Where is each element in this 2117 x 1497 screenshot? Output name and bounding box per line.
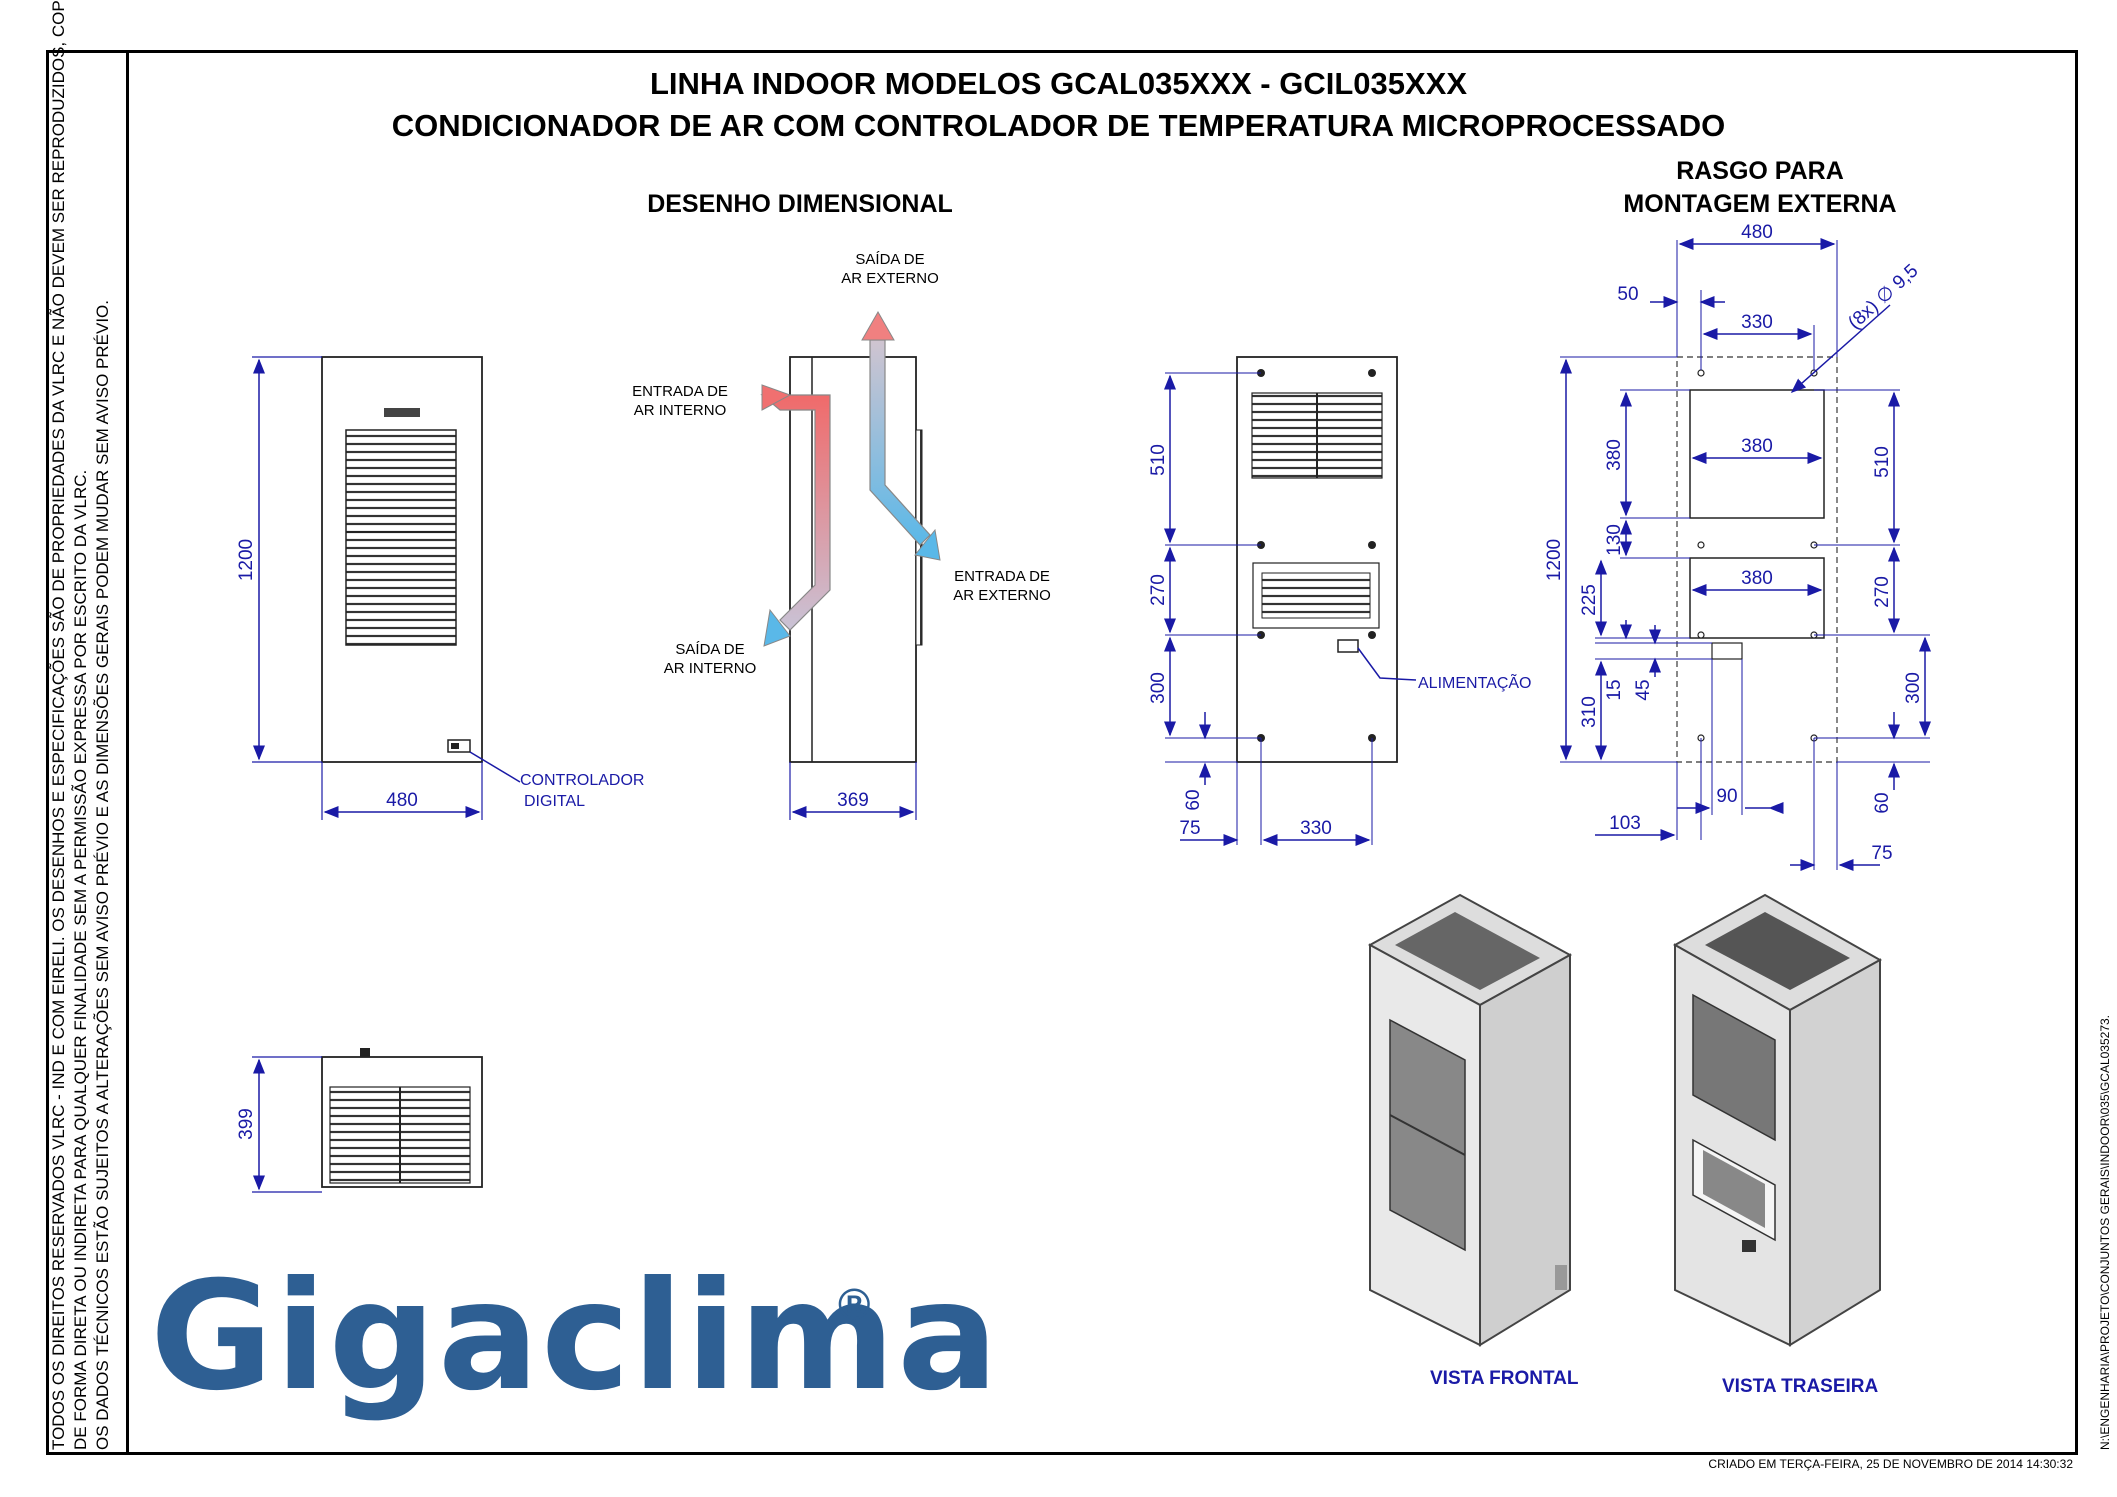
front-view: 1200 480	[236, 356, 521, 820]
iso-rear-view	[1672, 893, 1883, 1347]
dim-cut-330: 330	[1741, 312, 1773, 333]
registered-mark: ®	[838, 1280, 871, 1329]
dim-cut-90: 90	[1716, 786, 1737, 807]
dim-cut-300: 300	[1903, 672, 1924, 704]
label-vista-frontal: VISTA FRONTAL	[1430, 1368, 1579, 1389]
dim-cut-130: 130	[1604, 524, 1625, 556]
cut-hole-note: (8x) ∅ 9,5	[1844, 260, 1922, 333]
side-notice-strip	[46, 50, 129, 1455]
dim-front-height: 1200	[236, 539, 257, 581]
iso-front-view	[1367, 893, 1573, 1347]
label-vista-traseira: VISTA TRASEIRA	[1722, 1376, 1879, 1397]
dim-cut-510: 510	[1872, 446, 1893, 478]
dim-top-depth: 399	[236, 1108, 257, 1140]
dim-cut-50: 50	[1617, 284, 1638, 305]
dim-cut-103: 103	[1609, 813, 1641, 834]
dim-cut-380-h1: 380	[1741, 436, 1773, 457]
dim-cut-45: 45	[1633, 679, 1654, 700]
title-line-1: LINHA INDOOR MODELOS GCAL035XXX - GCIL03…	[649, 66, 1468, 101]
dim-cut-270: 270	[1872, 576, 1893, 608]
top-view: 399	[236, 1048, 483, 1193]
drawing-frame	[46, 50, 2078, 1455]
title-line-2: CONDICIONADOR DE AR COM CONTROLADOR DE T…	[391, 108, 1726, 143]
rear-view: 510 270 300 60 75 330	[1148, 356, 1417, 846]
dim-rear-75: 75	[1179, 818, 1200, 839]
dim-cut-15: 15	[1604, 679, 1625, 700]
side-view: 369	[760, 310, 941, 820]
header-rasgo-1: RASGO PARA	[1676, 157, 1844, 185]
created-timestamp: CRIADO EM TERÇA-FEIRA, 25 DE NOVEMBRO DE…	[1708, 1457, 2073, 1471]
dim-cut-380-v: 380	[1604, 439, 1625, 471]
header-dimensional: DESENHO DIMENSIONAL	[647, 190, 953, 218]
cutout-view: 480 50 330 (8x) ∅ 9,5 380 380 1200 380 1…	[1544, 222, 1931, 871]
dim-cut-480: 480	[1741, 222, 1773, 243]
dim-cut-60: 60	[1872, 792, 1893, 813]
dim-cut-1200: 1200	[1544, 539, 1565, 581]
gigaclima-logo: Gigaclima	[150, 1250, 1001, 1424]
dim-rear-270: 270	[1148, 574, 1169, 606]
dim-rear-330: 330	[1300, 818, 1332, 839]
dim-rear-60: 60	[1183, 789, 1204, 810]
dim-side-depth: 369	[837, 790, 869, 811]
label-alimentacao: ALIMENTAÇÃO	[1418, 675, 1532, 692]
dim-rear-510: 510	[1148, 444, 1169, 476]
dim-cut-310: 310	[1579, 696, 1600, 728]
dim-cut-380-h2: 380	[1741, 568, 1773, 589]
dim-front-width: 480	[386, 790, 418, 811]
dim-cut-75: 75	[1871, 843, 1892, 864]
header-rasgo-2: MONTAGEM EXTERNA	[1623, 190, 1897, 218]
dim-rear-300: 300	[1148, 672, 1169, 704]
dim-cut-225: 225	[1579, 584, 1600, 616]
